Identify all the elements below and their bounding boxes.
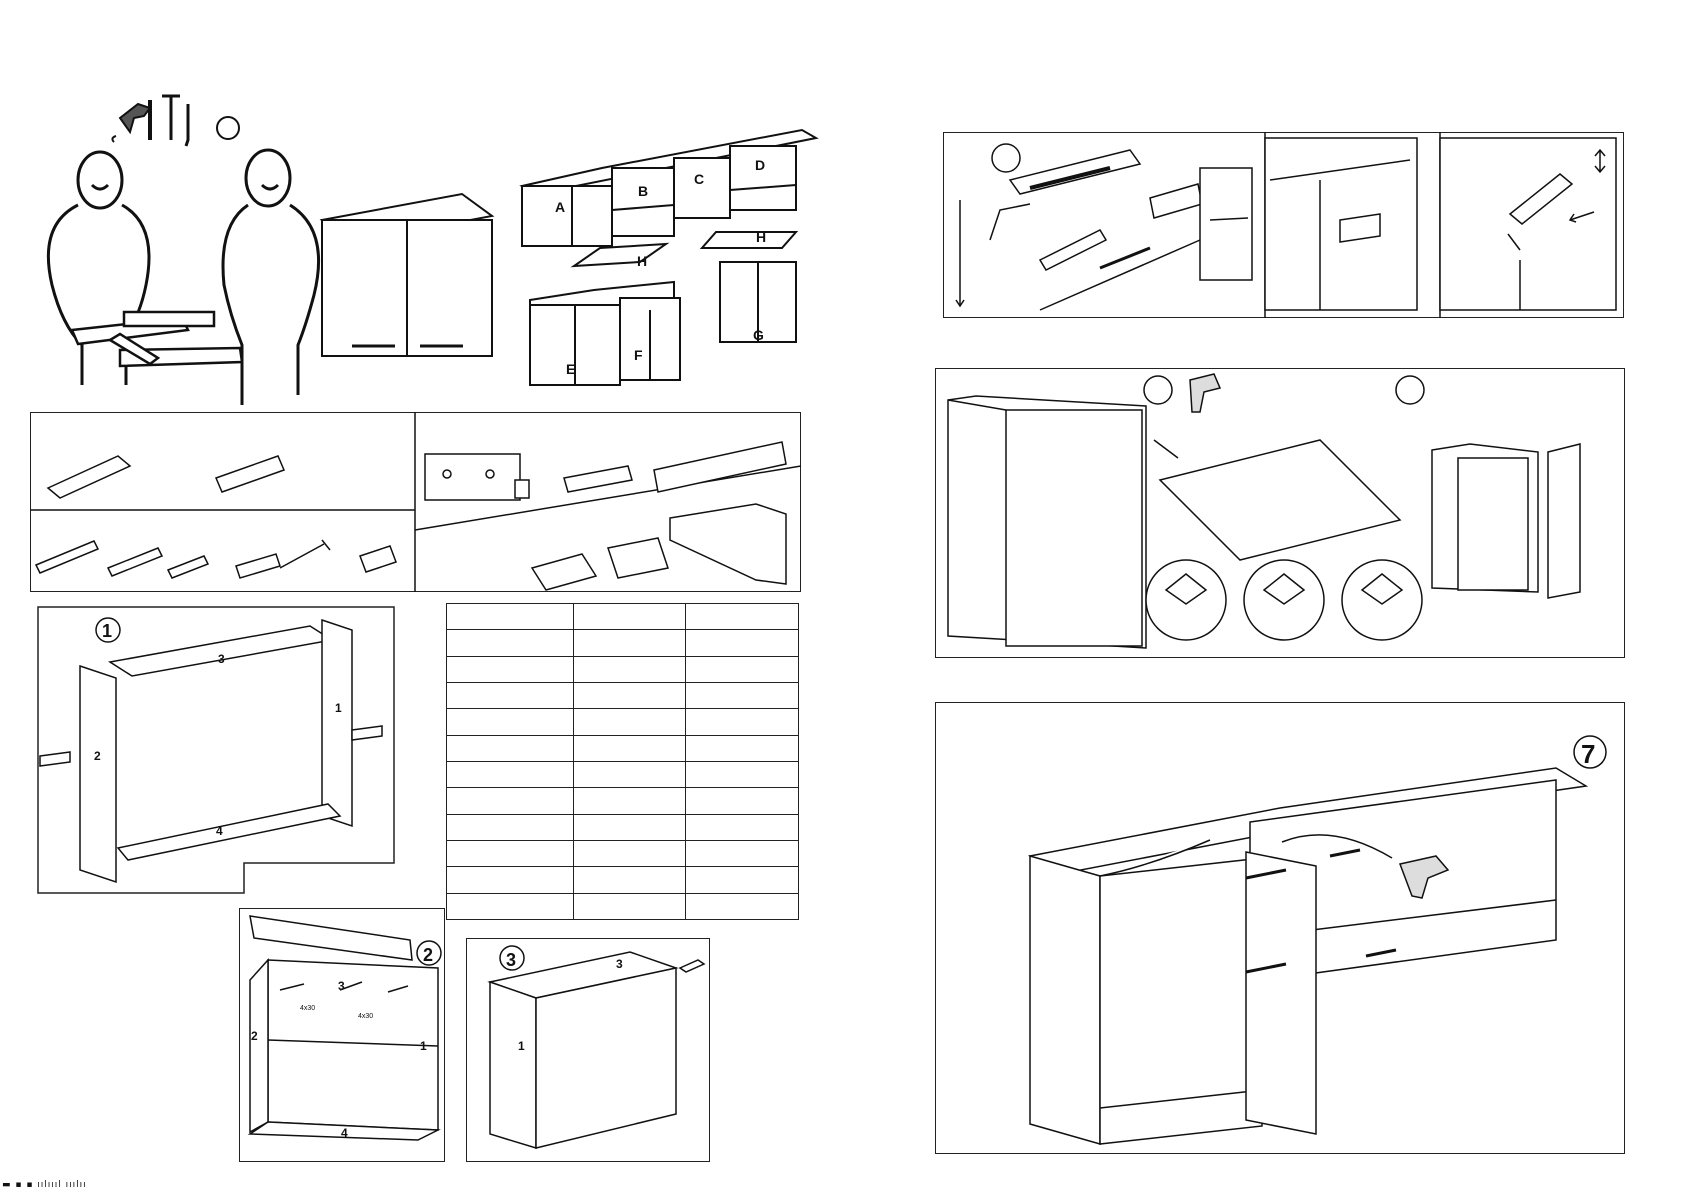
step7-marker: 7 xyxy=(1581,739,1595,769)
